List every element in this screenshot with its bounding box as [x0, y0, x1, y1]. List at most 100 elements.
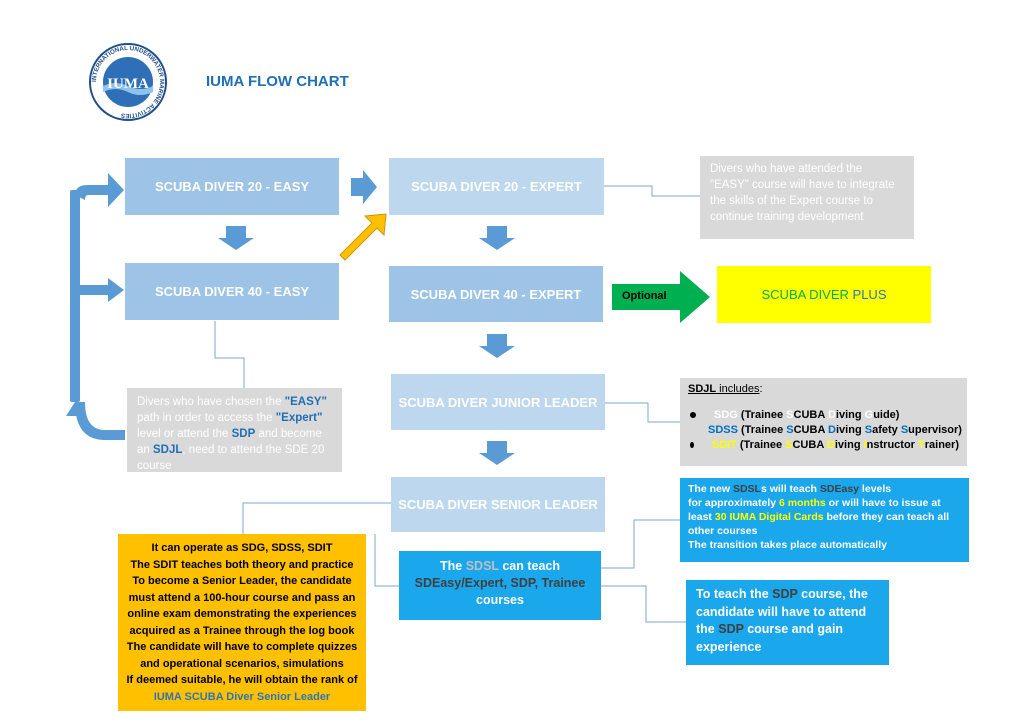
- note-easy-sdp: SDP: [231, 428, 256, 440]
- sdjl-heading: SDJL includes:: [688, 383, 959, 395]
- sdjl-heading-rest: includes: [716, 383, 760, 395]
- sdjl-item-desc: D: [827, 408, 836, 421]
- note-expert-integration: Divers who have attended the "EASY" cour…: [700, 156, 914, 239]
- sdjl-item-desc: I: [863, 438, 867, 451]
- orange-line: The candidate will have to complete quiz…: [126, 641, 358, 670]
- sdjl-item-desc: upervisor): [908, 423, 962, 436]
- sdjl-item-desc: CUBA: [793, 423, 829, 436]
- bullet-icon: [690, 411, 696, 418]
- sdjl-item-desc: S: [786, 423, 794, 436]
- sdsl-text: can teach: [498, 559, 560, 573]
- orange-lines: It can operate as SDG, SDSS, SDIT The SDI…: [124, 540, 360, 689]
- sdsl-text: The: [440, 559, 466, 573]
- sdjl-item-desc: (Trainee: [741, 423, 787, 436]
- note-easy-text: level or attend the: [137, 428, 232, 440]
- sdjl-item-desc: afety: [872, 423, 901, 436]
- new-sdsl-cards: 30 IUMA Digital Cards: [714, 511, 824, 523]
- down-arrow-junior: [479, 334, 515, 358]
- sdjl-item-desc: CUBA: [793, 408, 828, 421]
- note-easy-text: path in order to access the: [137, 412, 276, 424]
- logo-emblem: INTERNATIONAL UNDERWATER MARINE ACTIVITI…: [89, 43, 167, 121]
- sdjl-item-desc: CUBA: [792, 438, 827, 451]
- sdp-text: course and gain experience: [696, 622, 844, 654]
- new-sdsl-text: before they can teach all other courses: [688, 511, 950, 537]
- new-sdsl-text: s will teach: [760, 483, 820, 495]
- box-scuba-diver-40-easy: SCUBA DIVER 40 - EASY: [125, 263, 339, 320]
- new-sdsl-months: 6 months: [779, 497, 826, 509]
- sdjl-item-desc: S: [864, 423, 873, 436]
- optional-arrow: Optional: [612, 271, 710, 323]
- iuma-logo: INTERNATIONAL UNDERWATER MARINE ACTIVITI…: [88, 42, 168, 122]
- note-easy-text: , need to attend the SDE 20 course: [137, 444, 325, 472]
- sdp-text: To teach the: [696, 587, 773, 601]
- sdjl-item-desc: D: [828, 423, 836, 436]
- note-easy-path: Divers who have chosen the "EASY" path i…: [127, 388, 342, 472]
- page-title: IUMA FLOW CHART: [206, 73, 349, 90]
- sdjl-item-code: SDSS: [708, 423, 742, 436]
- new-sdsl-text: The new: [688, 483, 733, 495]
- orange-line: To become a Senior Leader, the candidate…: [127, 575, 357, 637]
- right-arrow-easy-to-expert: [351, 170, 377, 204]
- new-sdsl-text: levels: [859, 483, 892, 495]
- senior-leader-rank: IUMA SCUBA Diver Senior Leader: [153, 690, 331, 703]
- new-sdsl-code: SDSL: [732, 483, 761, 495]
- sdjl-item-desc: S: [785, 438, 793, 451]
- sdjl-item-desc: S: [786, 408, 794, 421]
- down-arrow-senior: [479, 441, 515, 465]
- sdjl-item-desc: rainer): [924, 438, 959, 451]
- box-scuba-diver-plus: SCUBA DIVER PLUS: [717, 266, 931, 323]
- sdjl-item-desc: G: [864, 408, 874, 421]
- sdjl-item-desc: iving: [835, 408, 865, 421]
- diagonal-arrow: [339, 213, 387, 261]
- down-arrow-easy: [218, 226, 254, 250]
- plus-label-plus: PLUS: [852, 287, 887, 302]
- orange-line: The SDIT teaches both theory and practic…: [130, 558, 354, 571]
- logo-center-text: IUMA: [107, 76, 149, 92]
- note-easy-easy: "EASY": [284, 396, 327, 408]
- optional-arrow-shape: [612, 271, 710, 323]
- orange-line: If deemed suitable, he will obtain the r…: [126, 674, 358, 686]
- note-easy-sdjl: SDJL: [153, 444, 183, 456]
- orange-line: It can operate as SDG, SDSS, SDIT: [151, 542, 333, 554]
- box-new-sdsl: The new SDSLs will teach SDEasy levels f…: [680, 478, 969, 562]
- optional-label: Optional: [622, 290, 667, 302]
- sdsl-courses-word: courses: [476, 593, 524, 607]
- sdsl-code: SDSL: [465, 559, 499, 573]
- sdjl-item-desc: iving: [836, 423, 865, 436]
- box-scuba-diver-20-easy: SCUBA DIVER 20 - EASY: [125, 158, 339, 215]
- box-scuba-diver-senior-leader: SCUBA DIVER SENIOR LEADER: [391, 477, 605, 532]
- sdjl-item-desc: iving: [834, 438, 864, 451]
- new-sdsl-transition: The transition takes place automatically: [688, 539, 887, 551]
- sdjl-item-desc: S: [900, 423, 909, 436]
- note-easy-text: Divers who have chosen the: [137, 396, 285, 408]
- box-scuba-diver-40-expert: SCUBA DIVER 40 - EXPERT: [389, 266, 603, 322]
- new-sdsl-text: for approximately: [688, 497, 780, 509]
- sdp-text: course, the candidate will have to atten…: [696, 587, 868, 636]
- sdp-code: SDP: [718, 622, 744, 636]
- sdjl-item-desc: uide): [873, 408, 900, 421]
- sdsl-courses: SDEasy/Expert, SDP, Trainee: [414, 576, 586, 590]
- box-scuba-diver-junior-leader: SCUBA DIVER JUNIOR LEADER: [391, 374, 605, 430]
- sdjl-item-code: SDIT: [711, 438, 740, 451]
- note-easy-expert: "Expert": [275, 412, 323, 424]
- box-teach-sdp: To teach the SDP course, the candidate w…: [686, 580, 889, 665]
- sdjl-heading-code: SDJL: [688, 383, 717, 395]
- return-arrow: [66, 173, 125, 440]
- sdjl-item-desc: D: [826, 438, 835, 451]
- new-sdsl-text: or will have to issue at least: [688, 497, 941, 523]
- sdjl-item-desc: (Trainee: [740, 408, 787, 421]
- sdjl-item-desc: T: [918, 438, 925, 451]
- sdjl-item-desc: nstructor: [866, 438, 919, 451]
- bullet-icon: [690, 441, 694, 448]
- note-easy-text: and become an: [137, 428, 322, 456]
- box-scuba-diver-20-expert: SCUBA DIVER 20 - EXPERT: [389, 158, 604, 215]
- sdjl-heading-colon: :: [759, 383, 763, 395]
- down-arrow-expert: [479, 226, 515, 250]
- box-senior-leader-requirements: It can operate as SDG, SDSS, SDIT The SDI…: [118, 534, 366, 711]
